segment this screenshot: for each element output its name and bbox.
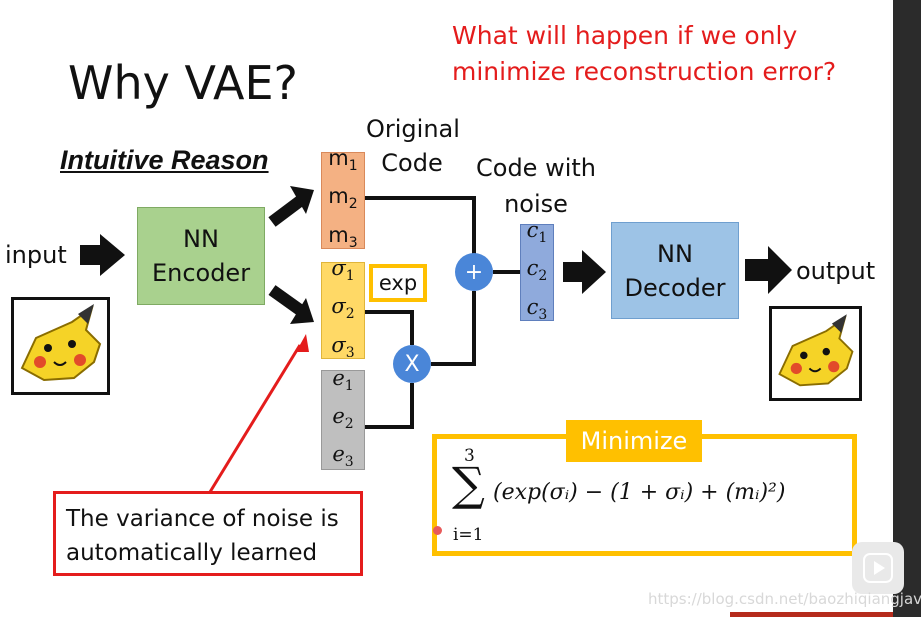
page-title: Why VAE? (68, 56, 298, 110)
sum-upper-limit: 3 (464, 446, 475, 466)
exp-box: exp (369, 264, 427, 302)
encoder-to-m-arrow-shaft (268, 196, 304, 227)
output-arrow (745, 246, 792, 294)
original-code-label: Original Code (366, 112, 460, 180)
mean-vector: m1 m2 m3 (321, 146, 365, 251)
output-label: output (796, 257, 876, 285)
note-pointer-head (296, 334, 309, 352)
input-image (11, 297, 110, 395)
encoder-to-m-arrow-head (290, 186, 314, 214)
e-to-times-line (365, 383, 414, 429)
noise-vector: e1 e2 e3 (321, 366, 365, 470)
m-3: m3 (328, 222, 358, 251)
question-text: What will happen if we only minimize rec… (452, 18, 836, 90)
sigma-vector: σ1 σ2 σ3 (321, 256, 365, 361)
original-code-line-2: Code (381, 149, 443, 177)
sigma-3: σ3 (331, 332, 355, 361)
times-operator: X (393, 345, 431, 383)
note-line-1: The variance of noise is (66, 506, 339, 532)
c-3: c3 (526, 294, 548, 323)
pikachu-icon (778, 314, 854, 387)
loss-formula: (exp(σᵢ) − (1 + σᵢ) + (mᵢ)²) (493, 480, 786, 505)
code-with-noise-line-2: noise (504, 190, 568, 218)
pikachu-icon (20, 304, 102, 382)
code-with-noise-vector: c1 c2 c3 (520, 218, 554, 323)
question-line-2: minimize reconstruction error? (452, 57, 837, 86)
encoder-to-sigma-arrow-shaft (268, 285, 304, 315)
input-label: input (5, 241, 67, 269)
sum-lower-limit: i=1 (453, 525, 484, 545)
e-1: e1 (332, 365, 354, 394)
original-code-line-1: Original (366, 115, 460, 143)
intuitive-reason-heading: Intuitive Reason (60, 145, 269, 175)
progress-bar (730, 612, 893, 617)
play-icon (863, 553, 893, 583)
m-1: m1 (328, 146, 358, 175)
sigma-1: σ1 (331, 256, 355, 285)
plus-operator: + (455, 253, 493, 291)
c-to-decoder-arrow (563, 250, 606, 294)
sum-symbol: ∑ (452, 457, 485, 511)
code-with-noise-label: Code with noise (472, 150, 600, 222)
sigma-2: σ2 (331, 294, 355, 323)
code-with-noise-line-1: Code with (476, 154, 596, 182)
e-3: e3 (332, 442, 354, 471)
m-to-plus-line (365, 196, 476, 255)
play-button[interactable] (852, 542, 904, 594)
encoder-to-sigma-arrow-head (290, 298, 314, 324)
e-2: e2 (332, 403, 354, 433)
nn-encoder-box: NN Encoder (137, 207, 265, 305)
times-to-plus-line (431, 291, 476, 366)
encoder-line-2: Encoder (151, 259, 251, 287)
variance-note: The variance of noise is automatically l… (53, 491, 363, 576)
question-line-1: What will happen if we only (452, 21, 798, 50)
m-2: m2 (328, 184, 358, 213)
encoder-line-1: NN (183, 225, 219, 253)
note-line-2: automatically learned (66, 540, 318, 566)
nn-decoder-box: NN Decoder (611, 222, 739, 319)
right-sidebar (893, 0, 921, 617)
decoder-line-2: Decoder (624, 273, 726, 302)
minimize-tag: Minimize (566, 420, 702, 462)
input-arrow (80, 234, 125, 276)
decoder-line-1: NN (657, 239, 693, 268)
c-1: c1 (526, 218, 548, 247)
note-pointer-line (208, 344, 302, 493)
output-image (769, 306, 862, 401)
watermark: https://blog.csdn.net/baozhiqiangjava (648, 590, 921, 608)
pointer-dot (433, 526, 442, 535)
exp-to-times-line (365, 310, 414, 345)
c-2: c2 (526, 256, 548, 285)
